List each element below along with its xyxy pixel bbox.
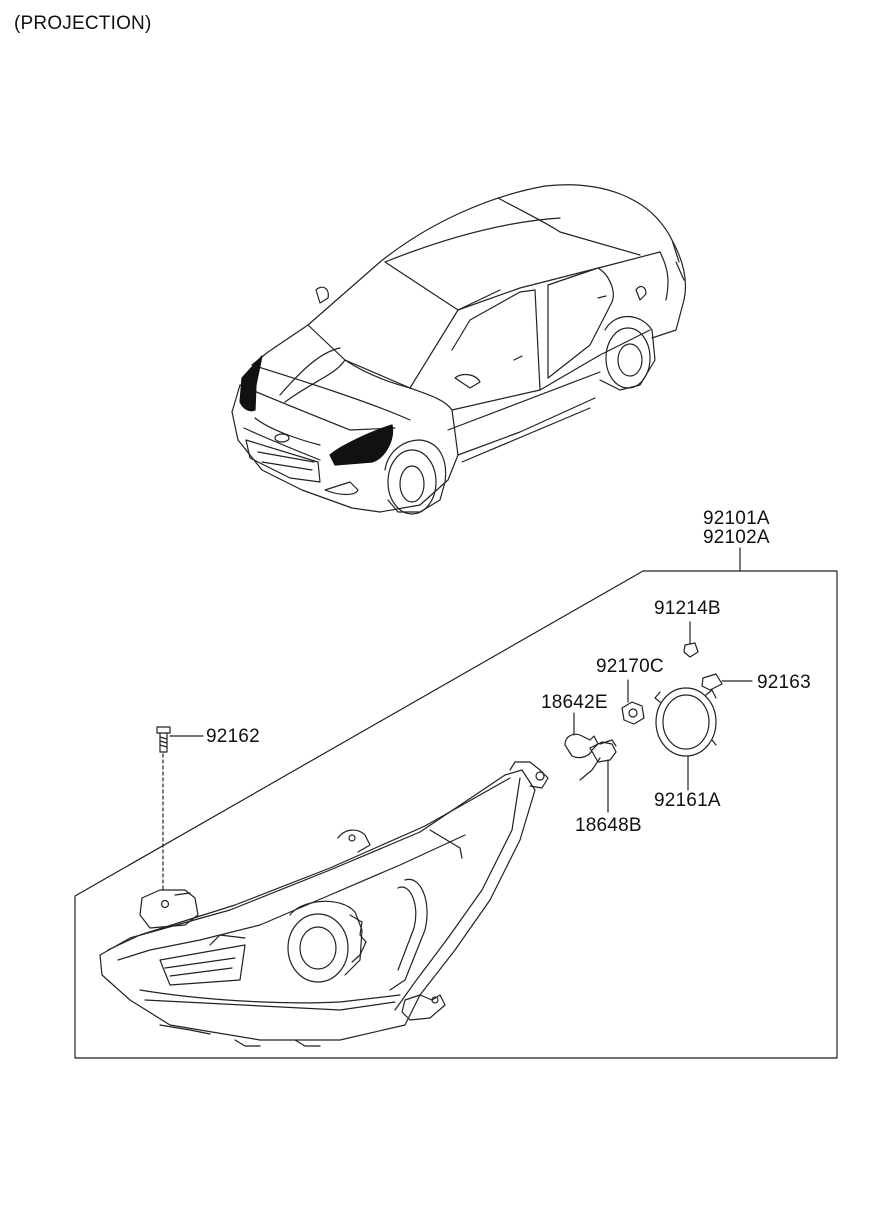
part-label-92102A[interactable]: 92102A <box>703 527 770 548</box>
diagram-title: (PROJECTION) <box>14 13 152 34</box>
part-label-92161A[interactable]: 92161A <box>654 790 721 811</box>
part-label-18648B[interactable]: 18648B <box>575 815 642 836</box>
assembly-frame <box>74 570 838 1059</box>
socket-92170C <box>621 679 645 725</box>
cap-ring-92161A <box>654 687 717 791</box>
part-label-18642E[interactable]: 18642E <box>541 692 608 713</box>
bulb-18648B <box>579 739 617 813</box>
headlamp-assembly <box>99 761 549 1047</box>
part-label-92170C[interactable]: 92170C <box>596 656 664 677</box>
screw-92162 <box>156 726 204 891</box>
part-label-92101A[interactable]: 92101A <box>703 508 770 529</box>
bulb-92163 <box>701 673 753 691</box>
bulb-91214B <box>683 621 699 658</box>
car-illustration <box>231 184 687 515</box>
part-label-92163[interactable]: 92163 <box>757 672 811 693</box>
bulb-18642E <box>564 712 599 759</box>
part-label-92162[interactable]: 92162 <box>206 726 260 747</box>
part-label-91214B[interactable]: 91214B <box>654 598 721 619</box>
